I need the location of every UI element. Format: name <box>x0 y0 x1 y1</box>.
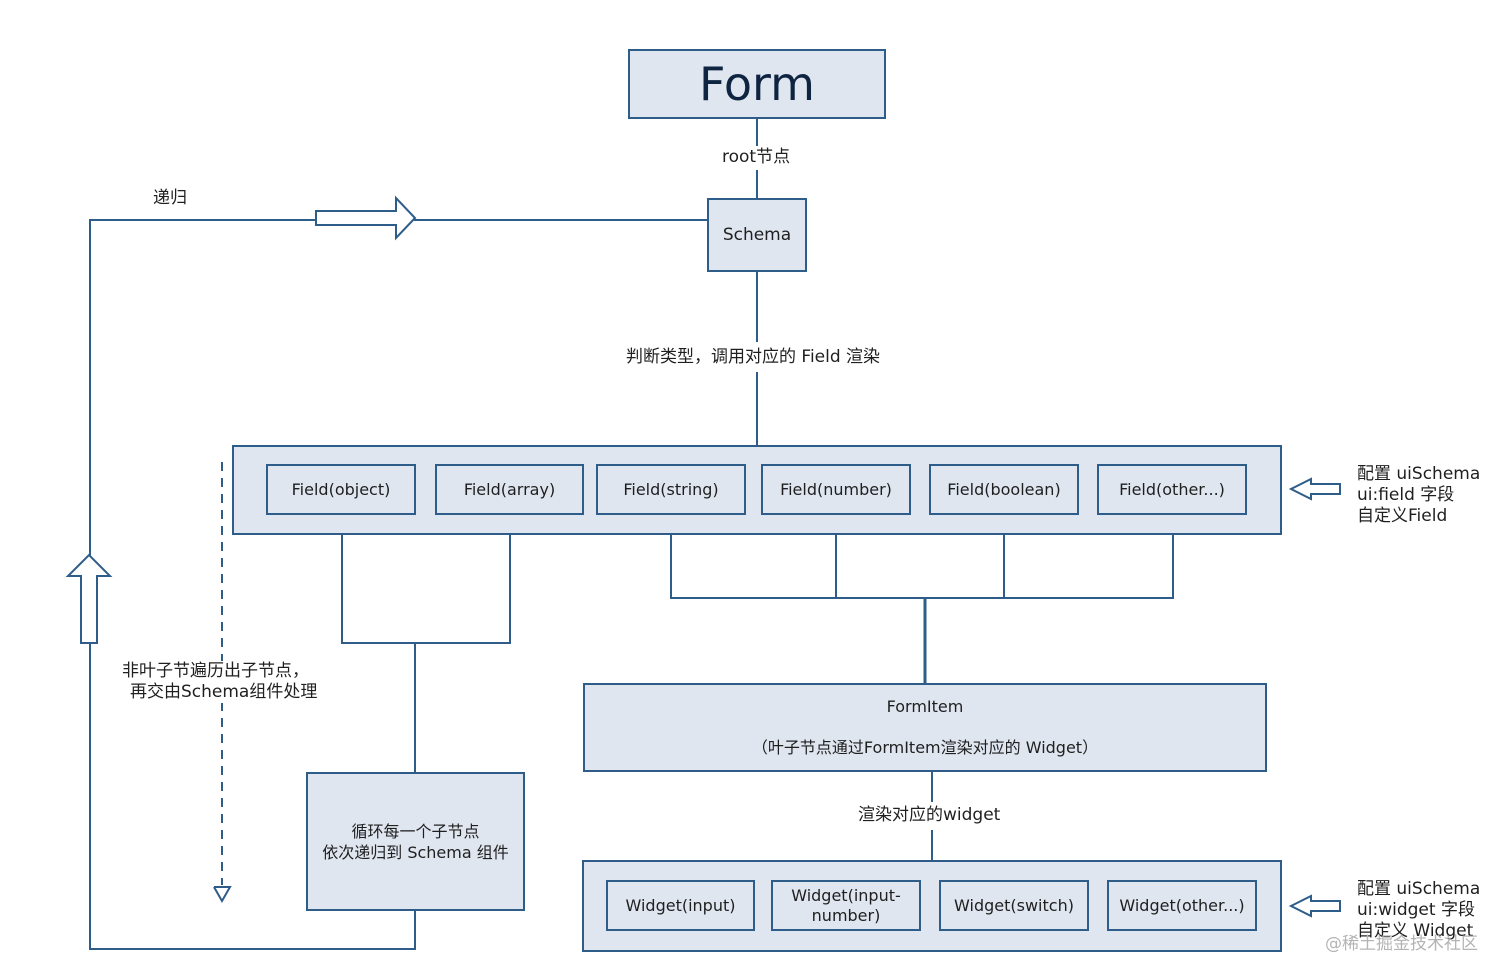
widget-note-line-3: 自定义 Widget <box>1357 921 1474 941</box>
recursion-arrow-up <box>65 553 113 644</box>
widget-note-line-1: 配置 uiSchema <box>1357 879 1481 899</box>
recursion-label: 递归 <box>153 188 187 208</box>
field-note-line-2: ui:field 字段 <box>1357 485 1455 505</box>
field-note-line-1: 配置 uiSchema <box>1357 464 1481 484</box>
schema-box: Schema <box>707 198 807 272</box>
non-leaf-note-line-2: 再交由Schema组件处理 <box>130 682 318 703</box>
field-note-line-3: 自定义Field <box>1357 506 1448 526</box>
field-array: Field(array) <box>435 464 584 515</box>
field-string-label: Field(string) <box>623 480 719 499</box>
recursion-arrow-right <box>315 195 417 241</box>
widget-input-label: Widget(input) <box>625 896 736 915</box>
field-number-label: Field(number) <box>780 480 892 499</box>
field-number: Field(number) <box>761 464 911 515</box>
judge-type-label: 判断类型，调用对应的 Field 渲染 <box>626 347 881 367</box>
widget-input-number: Widget(input-number) <box>771 880 921 931</box>
loop-box-line-2: 依次递归到 Schema 组件 <box>322 842 509 862</box>
widget-switch: Widget(switch) <box>939 880 1089 931</box>
field-array-label: Field(array) <box>463 480 556 499</box>
widget-other: Widget(other...) <box>1107 880 1257 931</box>
loop-children-box: 循环每一个子节点 依次递归到 Schema 组件 <box>306 772 525 911</box>
field-note-arrow <box>1288 477 1341 501</box>
widget-note-arrow <box>1288 894 1341 918</box>
form-title: Form <box>699 57 815 111</box>
formitem-title: FormItem <box>886 697 964 716</box>
widget-note-line-2: ui:widget 字段 <box>1357 900 1475 920</box>
non-leaf-note-line-1: 非叶子节遍历出子节点， <box>122 661 309 682</box>
field-string: Field(string) <box>596 464 746 515</box>
field-boolean-label: Field(boolean) <box>947 480 1061 499</box>
root-label: root节点 <box>722 147 791 167</box>
widget-other-label: Widget(other...) <box>1119 896 1245 915</box>
form-box: Form <box>628 49 886 119</box>
widget-input: Widget(input) <box>606 880 755 931</box>
field-object-label: Field(object) <box>291 480 391 499</box>
formitem-subtitle: （叶子节点通过FormItem渲染对应的 Widget） <box>751 738 1099 757</box>
loop-box-line-1: 循环每一个子节点 <box>351 821 480 841</box>
render-widget-label: 渲染对应的widget <box>858 805 1001 825</box>
widget-input-number-label: Widget(input-number) <box>791 885 901 925</box>
field-other-label: Field(other...) <box>1119 480 1225 499</box>
field-boolean: Field(boolean) <box>929 464 1079 515</box>
field-object: Field(object) <box>266 464 416 515</box>
formitem-box: FormItem （叶子节点通过FormItem渲染对应的 Widget） <box>583 683 1267 772</box>
field-other: Field(other...) <box>1097 464 1247 515</box>
widget-switch-label: Widget(switch) <box>954 896 1074 915</box>
schema-label: Schema <box>722 225 792 245</box>
watermark: @稀土掘金技术社区 <box>1325 934 1478 954</box>
